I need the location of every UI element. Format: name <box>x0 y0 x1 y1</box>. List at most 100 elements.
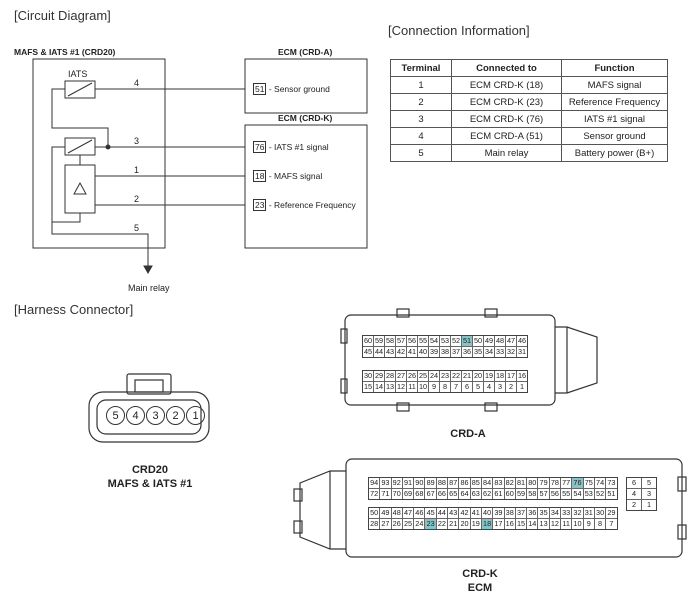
table-cell: Battery power (B+) <box>561 144 668 162</box>
circuit-wiring <box>32 58 368 275</box>
pin-number: 23 <box>253 199 267 211</box>
wire-number-4: 4 <box>134 78 140 88</box>
connector-pin: 52 <box>595 489 607 499</box>
connector-pin: 13 <box>538 519 550 529</box>
connector-pin: 90 <box>414 478 426 488</box>
connector-pin: 51 <box>607 489 616 498</box>
connector-pin: 56 <box>408 336 418 346</box>
table-cell: 5 <box>390 144 452 162</box>
connector-pin: 42 <box>459 508 471 518</box>
connector-pin: 37 <box>452 347 462 357</box>
connector-pin: 48 <box>496 336 506 346</box>
connector-pin: 6 <box>462 382 473 392</box>
connector-pin: 76 <box>572 478 584 488</box>
header-terminal: Terminal <box>390 59 452 77</box>
connector-pin: 5 <box>646 478 652 487</box>
connection-table: Terminal Connected to Function 1 ECM CRD… <box>390 59 668 162</box>
connector-pin: 59 <box>516 489 528 499</box>
connector-pin: 33 <box>496 347 506 357</box>
wire-number-5: 5 <box>134 223 140 233</box>
connector-pin: 86 <box>459 478 471 488</box>
connector-pin: 39 <box>430 347 440 357</box>
connector-pin: 92 <box>392 478 403 488</box>
pin-number: 76 <box>253 141 267 153</box>
table-cell: ECM CRD-K (76) <box>451 110 562 128</box>
connector-pin: 26 <box>408 371 418 381</box>
amplifier-element <box>64 164 96 214</box>
connector-pin: 24 <box>430 371 440 381</box>
ecm-crdk-box <box>244 124 368 249</box>
table-cell: 4 <box>390 127 452 145</box>
connector-pin: 66 <box>437 489 449 499</box>
table-row: 1 ECM CRD-K (18) MAFS signal <box>390 76 668 94</box>
signal-name: - MAFS signal <box>268 171 323 181</box>
connector-pin: 4 <box>484 382 495 392</box>
sensor-box <box>32 58 166 249</box>
connector-pin: 58 <box>527 489 539 499</box>
connector-pin: 25 <box>419 371 429 381</box>
connector-pin: 69 <box>403 489 415 499</box>
connector-pin: 2 <box>627 500 642 510</box>
crd20-desc: MAFS & IATS #1 <box>107 478 193 490</box>
table-cell: 1 <box>390 76 452 94</box>
wire-number-1: 1 <box>134 165 140 175</box>
connector-pin: 53 <box>584 489 595 499</box>
connector-pin: 21 <box>448 519 460 529</box>
crd20-pin: 3 <box>146 406 165 425</box>
table-cell: Sensor ground <box>561 127 668 145</box>
connector-pin: 61 <box>493 489 505 499</box>
connector-pin: 31 <box>584 508 595 518</box>
connector-pin: 32 <box>572 508 584 518</box>
connector-pin: 68 <box>414 489 426 499</box>
connector-pin: 37 <box>516 508 528 518</box>
table-cell: Reference Frequency <box>561 93 668 111</box>
connector-pin: 77 <box>561 478 573 488</box>
crda-connector-outline <box>340 308 598 412</box>
connector-pin: 81 <box>516 478 528 488</box>
connector-pin: 55 <box>419 336 429 346</box>
connector-pin: 8 <box>440 382 451 392</box>
connector-pin: 63 <box>471 489 482 499</box>
connector-pin: 26 <box>392 519 403 529</box>
connector-pin: 55 <box>561 489 573 499</box>
connector-pin: 46 <box>414 508 426 518</box>
connector-pin: 82 <box>505 478 516 488</box>
connector-pin: 79 <box>538 478 550 488</box>
ecm-crdk-label: ECM (CRD-K) <box>278 113 333 123</box>
connector-pin: 74 <box>595 478 607 488</box>
connector-pin: 34 <box>485 347 495 357</box>
connector-pin: 83 <box>493 478 505 488</box>
connector-pin: 91 <box>403 478 415 488</box>
table-cell: IATS #1 signal <box>561 110 668 128</box>
connector-pin: 20 <box>459 519 471 529</box>
crd20-pin: 1 <box>186 406 205 425</box>
connector-pin: 54 <box>572 489 584 499</box>
connector-pin: 12 <box>550 519 562 529</box>
connector-pin: 45 <box>364 347 374 357</box>
connector-pin: 31 <box>518 347 527 356</box>
connector-pin: 40 <box>419 347 429 357</box>
connector-pin: 19 <box>485 371 495 381</box>
connector-pin: 23 <box>441 371 451 381</box>
sensor-label: MAFS & IATS #1 (CRD20) <box>14 47 116 57</box>
ecm-crda-label: ECM (CRD-A) <box>278 47 333 57</box>
connector-pin: 7 <box>609 519 614 528</box>
connector-pin: 4 <box>627 489 642 499</box>
connector-pin: 75 <box>584 478 595 488</box>
harness-connector-heading: [Harness Connector] <box>14 302 134 317</box>
table-cell: 3 <box>390 110 452 128</box>
crda-name: CRD-A <box>450 428 486 440</box>
crd20-pin: 4 <box>126 406 145 425</box>
connector-pin: 17 <box>507 371 517 381</box>
connector-pin: 45 <box>425 508 437 518</box>
connector-pin: 3 <box>495 382 506 392</box>
connector-pin: 3 <box>646 489 652 498</box>
connector-pin: 71 <box>380 489 392 499</box>
connector-pin: 22 <box>452 371 462 381</box>
connector-pin: 53 <box>441 336 451 346</box>
header-connected-to: Connected to <box>451 59 562 77</box>
connector-pin: 58 <box>386 336 396 346</box>
